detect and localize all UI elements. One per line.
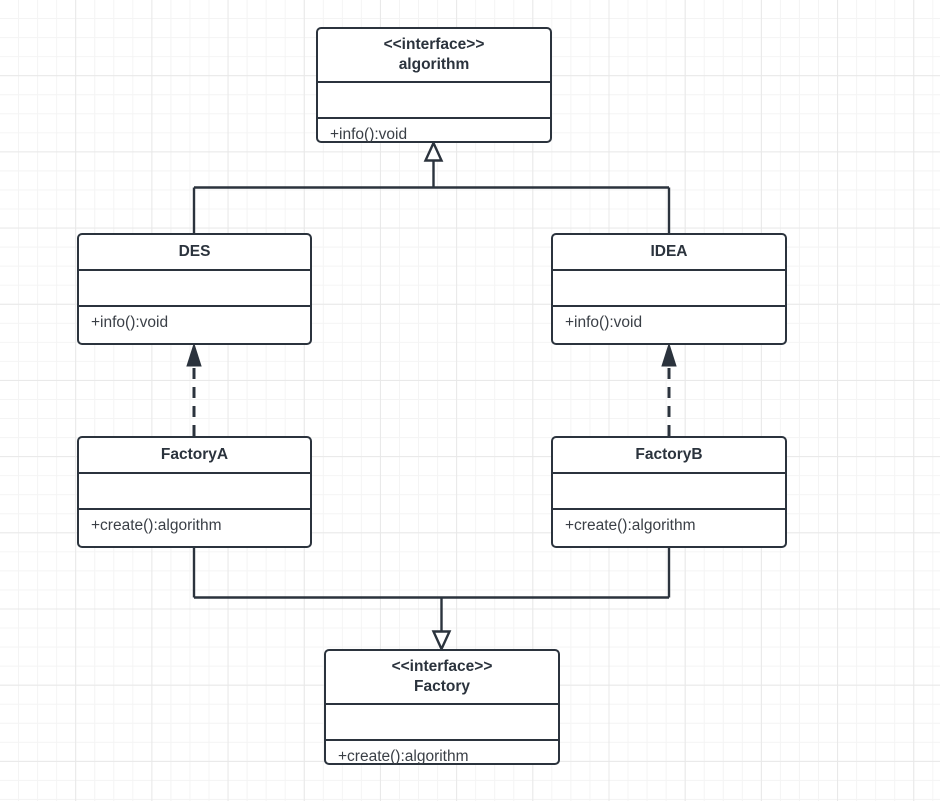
class-attributes-des (79, 271, 310, 308)
filled-triangle-arrowhead-icon (186, 342, 202, 367)
class-header-factoryb: FactoryB (553, 438, 785, 475)
filled-triangle-arrowhead-icon (661, 342, 677, 367)
class-header-factorya: FactoryA (79, 438, 310, 475)
class-operation-algorithm: +info():void (330, 125, 408, 143)
class-attributes-algorithm (318, 83, 550, 119)
uml-class-idea[interactable]: IDEA +info():void (551, 233, 787, 345)
class-operation-factoryb: +create():algorithm (565, 517, 696, 535)
class-attributes-factory (326, 705, 558, 741)
class-header-idea: IDEA (553, 235, 785, 272)
class-header-factory: <<interface>> Factory (326, 651, 558, 705)
uml-class-factorya[interactable]: FactoryA +create():algorithm (77, 436, 312, 548)
class-operation-des: +info():void (91, 314, 169, 332)
class-operation-idea: +info():void (565, 314, 643, 332)
class-attributes-factoryb (553, 474, 785, 511)
class-operation-factorya: +create():algorithm (91, 517, 222, 535)
uml-class-factory[interactable]: <<interface>> Factory +create():algorith… (324, 649, 560, 765)
edge-factoryb-to-idea (661, 342, 677, 436)
class-header-algorithm: <<interface>> algorithm (318, 29, 550, 83)
class-header-des: DES (79, 235, 310, 272)
uml-class-des[interactable]: DES +info():void (77, 233, 312, 345)
class-attributes-factorya (79, 474, 310, 511)
uml-class-algorithm[interactable]: <<interface>> algorithm +info():void (316, 27, 552, 143)
hollow-triangle-arrowhead-icon (431, 630, 452, 652)
edge-des-idea-to-algorithm (192, 140, 671, 233)
class-operation-factory: +create():algorithm (338, 747, 469, 765)
class-attributes-idea (553, 271, 785, 308)
edge-factories-to-factory (192, 548, 671, 652)
uml-class-factoryb[interactable]: FactoryB +create():algorithm (551, 436, 787, 548)
edge-factorya-to-des (186, 342, 202, 436)
